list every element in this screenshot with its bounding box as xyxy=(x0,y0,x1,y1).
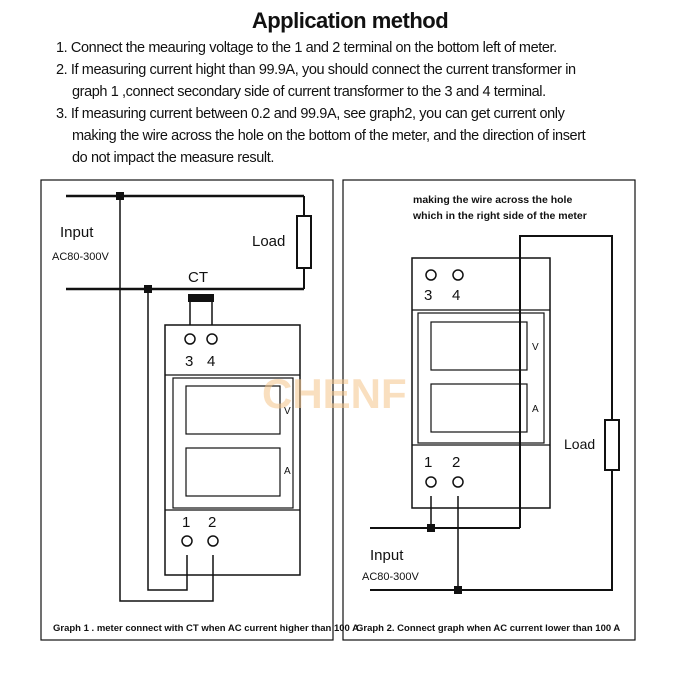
graph-1-frame xyxy=(40,179,334,641)
graph-1-caption: Graph 1 . meter connect with CT when AC … xyxy=(53,623,359,634)
watermark-logo: CHENF xyxy=(262,370,407,417)
graph-2-terminal-2-label: 2 xyxy=(452,454,460,471)
step-3-line-3: do not impact the measure result. xyxy=(72,150,274,166)
graph-2-load-label: Load xyxy=(564,436,595,452)
graph-2-note-line-2: which in the right side of the meter xyxy=(412,210,587,222)
graph-2-labels: making the wire across the hole which in… xyxy=(356,194,620,634)
graph-2-meter-body xyxy=(411,257,551,509)
graph-1-terminal-2 xyxy=(207,535,219,547)
graph-1-wire-terminal-2 xyxy=(119,196,214,602)
step-2-line-1: 2. If measuring current hight than 99.9A… xyxy=(56,62,576,78)
graph-2-a-unit: A xyxy=(532,404,539,415)
graph-1-terminal-2-label: 2 xyxy=(208,514,216,531)
graph-2-terminal-3 xyxy=(425,269,437,281)
graph-1-terminal-3-label: 3 xyxy=(185,353,193,370)
graph-2-terminal-4-label: 4 xyxy=(452,287,460,304)
graph-2-current-display xyxy=(430,383,528,433)
graph-2-terminal-1 xyxy=(425,476,437,488)
graph-2-frame xyxy=(342,179,636,641)
graph-2-voltage-label: AC80-300V xyxy=(362,571,420,583)
graph-1-display-panel xyxy=(172,377,294,509)
graph-2-terminal-2 xyxy=(452,476,464,488)
graph-2-terminal-1-label: 1 xyxy=(424,454,432,471)
graph-1-load-label: Load xyxy=(252,233,285,250)
graph-2-terminal-3-label: 3 xyxy=(424,287,432,304)
graph-2-input-label: Input xyxy=(370,547,404,564)
graph-2-display-panel xyxy=(417,312,545,444)
graph-2-load-resistor xyxy=(604,419,620,471)
graph-1-voltage-display xyxy=(185,385,281,435)
step-3-line-2: making the wire across the hole on the b… xyxy=(72,128,586,144)
graph-2-junction-bottom xyxy=(454,586,462,594)
graph-1-load-resistor xyxy=(296,215,312,269)
graph-1-voltage-label: AC80-300V xyxy=(52,251,110,263)
graph-1-current-display xyxy=(185,447,281,497)
step-2-line-2: graph 1 ,connect secondary side of curre… xyxy=(72,84,546,100)
step-1-line-1: 1. Connect the meauring voltage to the 1… xyxy=(56,40,557,56)
step-3-line-1: 3. If measuring current between 0.2 and … xyxy=(56,106,565,122)
graph-1 xyxy=(40,179,334,641)
graph-2-voltage-display xyxy=(430,321,528,371)
graph-1-input-label: Input xyxy=(60,224,94,241)
graph-2-note-line-1: making the wire across the hole xyxy=(413,194,572,206)
graph-1-terminal-1 xyxy=(181,535,193,547)
graph-2-load-loop-wire xyxy=(370,235,613,591)
graph-1-terminal-4 xyxy=(206,333,218,345)
graph-2-v-unit: V xyxy=(532,342,539,353)
graph-1-labels: Input AC80-300V Load CT 3 4 1 2 V A Grap… xyxy=(52,224,359,634)
graph-1-meter-body xyxy=(164,324,301,576)
graph-1-a-unit: A xyxy=(284,466,291,477)
graph-1-terminal-3 xyxy=(184,333,196,345)
page-title: Application method xyxy=(251,8,449,33)
graph-2-caption: Graph 2. Connect graph when AC current l… xyxy=(356,623,620,634)
graph-1-terminal-4-label: 4 xyxy=(207,353,215,370)
graph-2 xyxy=(342,179,636,641)
graph-2-terminal-4 xyxy=(452,269,464,281)
ct-label: CT xyxy=(188,269,208,286)
graph-2-junction-top xyxy=(427,524,435,532)
ct-core-top xyxy=(188,294,214,302)
graph-1-wire-terminal-1 xyxy=(147,289,188,591)
graph-1-v-unit: V xyxy=(284,406,291,417)
graph-1-terminal-1-label: 1 xyxy=(182,514,190,531)
